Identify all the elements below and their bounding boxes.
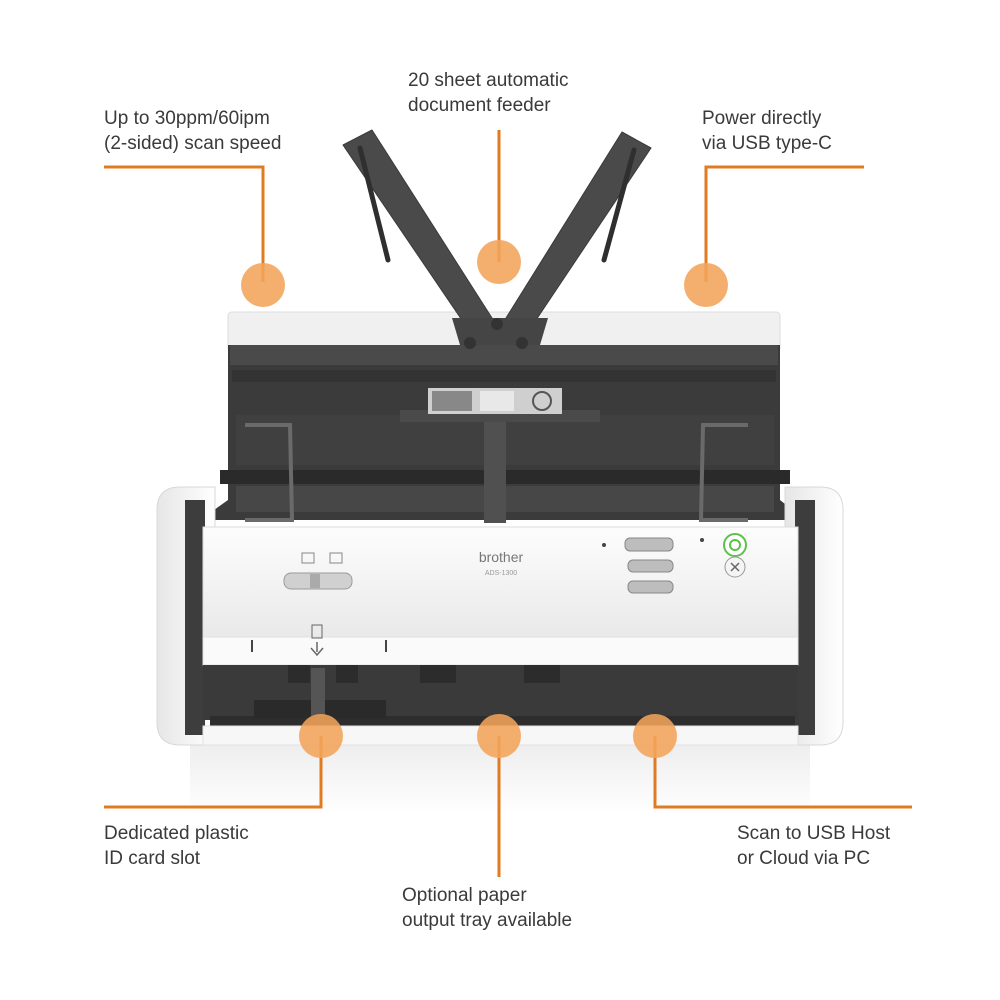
callout-power-line1: Power directly (702, 108, 822, 129)
scan-button-1[interactable] (624, 537, 674, 552)
device-model: ADS-1300 (485, 570, 517, 577)
id-card-slot-icon (311, 624, 323, 639)
leader-scan-speed (104, 165, 265, 282)
marker-id-card (299, 714, 343, 758)
callout-id-card-line1: Dedicated plastic (104, 823, 249, 844)
feeder-center-rod (484, 405, 506, 523)
marker-output-tray (477, 714, 521, 758)
power-button[interactable] (723, 533, 747, 557)
callout-scan-speed-line1: Up to 30ppm/60ipm (104, 108, 270, 129)
callout-id-card: Dedicated plastic ID card slot (104, 821, 249, 871)
adf-arm-left-groove (357, 145, 391, 263)
callout-output-tray-line1: Optional paper (402, 885, 527, 906)
status-led-2 (700, 538, 704, 542)
marker-scan-speed (241, 263, 285, 307)
callout-adf-line1: 20 sheet automatic (408, 70, 569, 91)
callout-id-card-line2: ID card slot (104, 848, 201, 869)
callout-usb-host-line2: or Cloud via PC (737, 848, 871, 869)
id-card-guide-post (311, 668, 325, 716)
callout-power-line2: via USB type-C (702, 133, 832, 154)
callout-output-tray: Optional paper output tray available (402, 883, 572, 933)
output-roller-2 (336, 665, 358, 683)
output-roller-4 (524, 665, 560, 683)
adf-hub-screw-1 (491, 318, 503, 330)
callout-usb-host: Scan to USB Host or Cloud via PC (737, 821, 890, 871)
scan-button-3[interactable] (627, 580, 674, 594)
leader-usb-host (653, 736, 912, 809)
output-roller-3 (420, 665, 456, 683)
paper-guide-right (698, 423, 748, 522)
status-led-1 (602, 543, 606, 547)
feeder-top-rail (230, 345, 778, 365)
feeder-icon-2 (480, 391, 514, 411)
callout-scan-speed: Up to 30ppm/60ipm (2-sided) scan speed (104, 106, 281, 156)
marker-power (684, 263, 728, 307)
adf-hub-screw-3 (516, 337, 528, 349)
marker-adf (477, 240, 521, 284)
power-icon (729, 539, 741, 551)
leader-power (704, 165, 864, 282)
marker-usb-host (633, 714, 677, 758)
id-card-icon-1 (301, 552, 315, 564)
paper-guide-left (245, 423, 295, 522)
callout-scan-speed-line2: (2-sided) scan speed (104, 133, 282, 154)
id-card-lever-knob (310, 574, 320, 588)
callout-adf-line2: document feeder (408, 95, 551, 116)
stop-icon (730, 562, 740, 572)
callout-output-tray-line2: output tray available (402, 910, 573, 931)
output-roller-1 (288, 665, 310, 683)
adf-arm-right-groove (601, 147, 637, 263)
left-cap-inner (185, 500, 205, 735)
feeder-rail (232, 370, 776, 382)
callout-usb-host-line1: Scan to USB Host (737, 823, 891, 844)
scan-button-2[interactable] (627, 559, 674, 573)
front-lower-strip (202, 636, 799, 666)
callout-lines (104, 130, 912, 877)
callout-markers (241, 240, 728, 758)
leader-id-card (104, 736, 323, 809)
id-card-icon-2 (329, 552, 343, 564)
adf-hub-screw-2 (464, 337, 476, 349)
device-brand: brother (479, 549, 524, 565)
right-cap-inner (795, 500, 815, 735)
callout-adf: 20 sheet automatic document feeder (408, 68, 569, 118)
id-card-arrow-icon (310, 642, 324, 657)
callout-power: Power directly via USB type-C (702, 106, 832, 156)
feeder-icon-3 (532, 391, 552, 411)
feeder-icon-1 (432, 391, 472, 411)
